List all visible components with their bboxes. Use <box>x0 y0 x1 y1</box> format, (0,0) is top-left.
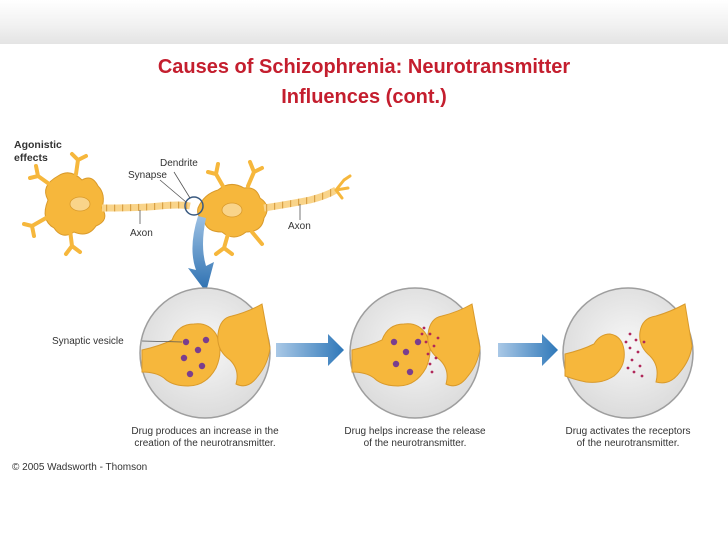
zoom-down-arrow <box>188 216 214 292</box>
caption-3-line-2: of the neurotransmitter. <box>577 438 680 449</box>
caption-2-line-1: Drug helps increase the release <box>344 426 486 437</box>
neuron-illustration <box>22 152 352 256</box>
agonistic-effects-diagram: Agonistic effects Dendrite Synapse Axon … <box>12 139 694 473</box>
step-arrow-2 <box>498 334 558 366</box>
dendrite-label: Dendrite <box>160 158 198 169</box>
slide-title: Causes of Schizophrenia: Neurotransmitte… <box>0 52 728 112</box>
step-arrow-1 <box>276 334 344 366</box>
diagram-heading-line-2: effects <box>14 152 48 164</box>
header-band <box>0 0 728 44</box>
axon-right-label: Axon <box>288 221 311 232</box>
title-line-1: Causes of Schizophrenia: Neurotransmitte… <box>157 56 571 78</box>
diagram-heading-line-1: Agonistic <box>14 139 62 151</box>
panel-circle-3 <box>562 287 694 419</box>
axon-left-label: Axon <box>130 228 153 239</box>
caption-3-line-1: Drug activates the receptors <box>565 426 690 437</box>
panel-circle-2 <box>349 287 481 419</box>
title-line-2: Influences (cont.) <box>281 86 447 108</box>
caption-1-line-2: creation of the neurotransmitter. <box>134 438 275 449</box>
panel-circle-1 <box>139 287 271 419</box>
synapse-label: Synapse <box>128 170 167 181</box>
caption-1-line-1: Drug produces an increase in the <box>131 426 279 437</box>
caption-2-line-2: of the neurotransmitter. <box>364 438 467 449</box>
copyright-text: © 2005 Wadsworth - Thomson <box>12 462 147 473</box>
synaptic-vesicle-label: Synaptic vesicle <box>52 336 124 347</box>
